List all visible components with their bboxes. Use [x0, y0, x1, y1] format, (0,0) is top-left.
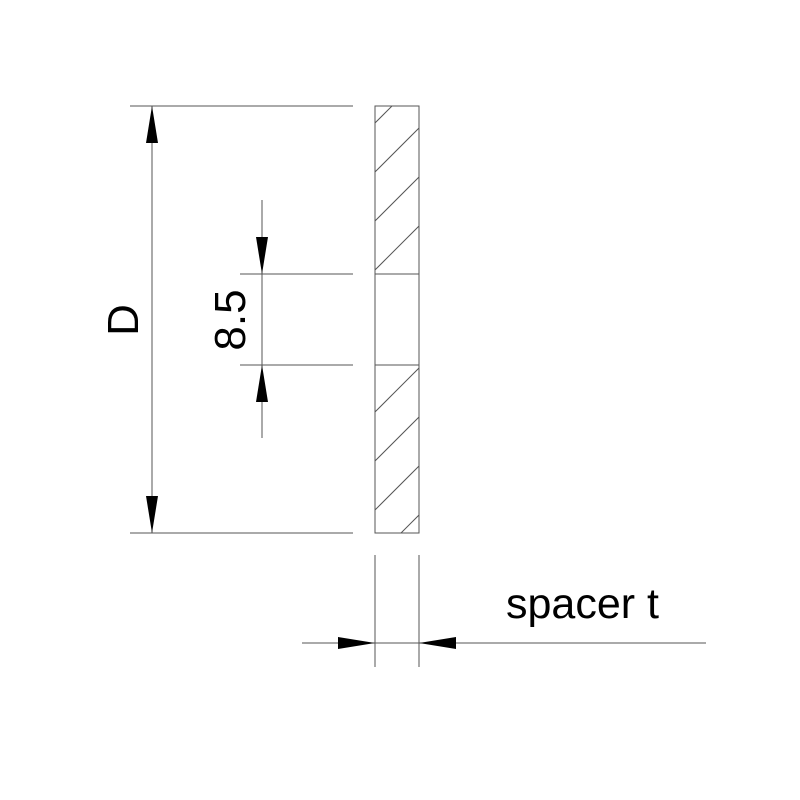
dimension-d-label: D [99, 304, 148, 336]
dimension-hole-label: 8.5 [206, 289, 255, 350]
arrow-down-icon [146, 496, 158, 533]
dimension-d: D [99, 105, 353, 534]
dimension-thickness-label: spacer t [506, 580, 659, 628]
arrow-left-icon [419, 637, 456, 649]
hatch-top [375, 106, 419, 271]
spacer-outline [374, 105, 420, 534]
hatch-bottom [375, 367, 419, 533]
dimension-hole: 8.5 [206, 200, 353, 438]
arrow-up-icon [146, 106, 158, 143]
dimension-thickness: spacer t [302, 555, 706, 667]
arrow-down-icon [256, 237, 268, 274]
arrow-right-icon [338, 637, 375, 649]
arrow-up-icon [256, 365, 268, 402]
spacer-section [374, 105, 420, 534]
